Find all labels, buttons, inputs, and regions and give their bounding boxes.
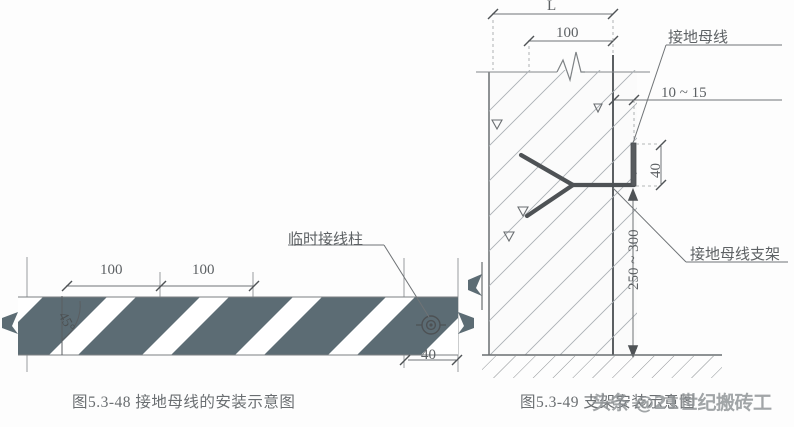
terminal-post-leader xyxy=(288,244,430,318)
angle-arc-45 xyxy=(61,296,81,355)
left-dimension-ticks-40 xyxy=(399,354,463,366)
embedded-bracket xyxy=(518,152,637,219)
clearance-dimension-arrows xyxy=(627,187,639,359)
label-grounding-busbar: 接地母线 xyxy=(668,30,729,46)
dimension-label-100-a: 100 xyxy=(100,262,123,278)
label-temporary-terminal-post: 临时接线柱 xyxy=(288,232,364,248)
dimension-label-100-b: 100 xyxy=(192,262,215,278)
dimension-label-clearance: 250 ~ 300 xyxy=(626,229,642,290)
right-dimension-ticks-L xyxy=(487,8,619,20)
busbar-plate xyxy=(630,142,637,187)
dimension-label-40-right: 40 xyxy=(648,163,664,178)
concrete-mark-icon xyxy=(491,103,603,243)
busbar-label-leader xyxy=(632,44,782,144)
left-figure-group xyxy=(2,244,474,372)
watermark-text: 头条 @21世纪搬砖工 xyxy=(592,392,772,414)
right-figure-group xyxy=(468,8,788,378)
dimension-label-40-left: 40 xyxy=(421,347,436,363)
right-witness-lines xyxy=(492,20,614,70)
terminal-post-symbol xyxy=(416,315,446,335)
figure-right-caption: 图5.3-49 支架安装示意图 xyxy=(520,394,696,411)
figure-left-caption: 图5.3-48 接地母线的安装示意图 xyxy=(72,394,296,411)
label-busbar-bracket: 接地母线支架 xyxy=(690,247,781,263)
wall-break-arrow xyxy=(468,274,482,296)
dimension-label-100-right: 100 xyxy=(556,25,579,41)
ground-line xyxy=(482,354,722,378)
wall-break-zigzag xyxy=(556,51,585,83)
busbar-break-arrows xyxy=(2,312,474,334)
plate-height-witness xyxy=(636,143,659,187)
busbar-body xyxy=(18,296,458,356)
busbar-stripes xyxy=(18,297,458,355)
left-dimension-ticks xyxy=(61,280,260,292)
wall-hatching xyxy=(489,70,637,355)
wall-outline xyxy=(476,55,650,355)
dimension-label-L: L xyxy=(547,0,557,14)
dimension-label-gap: 10 ~ 15 xyxy=(661,85,707,101)
bracket-label-leader xyxy=(612,187,788,263)
plate-height-ticks xyxy=(655,139,667,191)
